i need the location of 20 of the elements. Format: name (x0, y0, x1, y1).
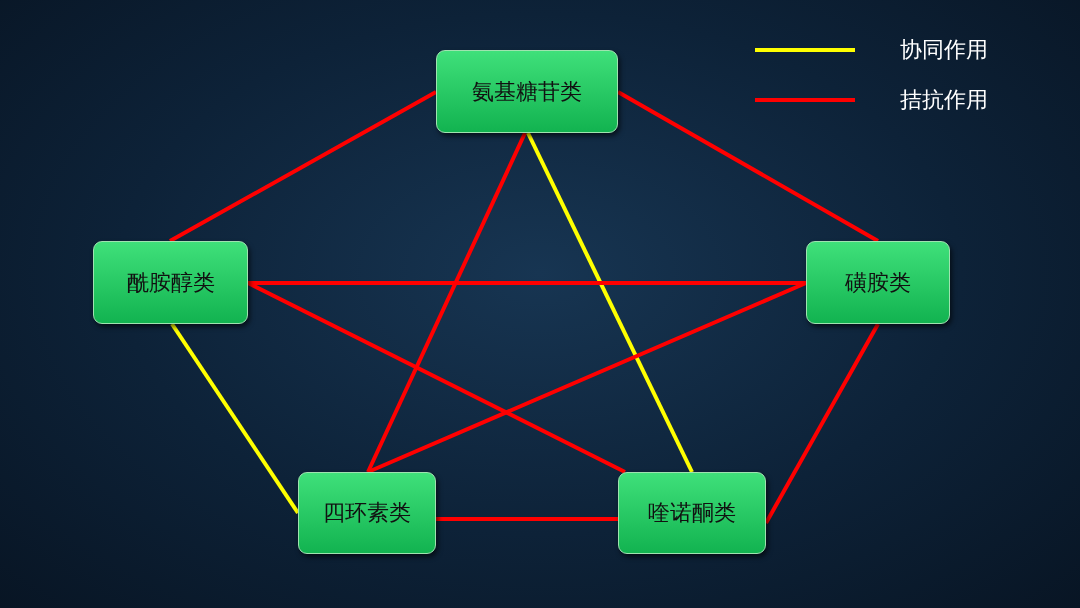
connector-line (617, 90, 879, 243)
connector-line (169, 90, 437, 243)
category-label: 磺胺类 (845, 268, 911, 297)
category-box (93, 241, 248, 324)
category-label: 四环素类 (323, 499, 411, 527)
connector-line (366, 132, 527, 473)
connector-line (170, 322, 300, 515)
legend-label: 拮抗作用 (900, 86, 988, 114)
category-label: 氨基糖苷类 (472, 77, 582, 106)
category-box (436, 50, 618, 133)
category-label: 酰胺醇类 (126, 268, 215, 297)
connector-line (526, 132, 694, 473)
legend-label: 协同作用 (900, 36, 988, 64)
category-box (618, 472, 766, 554)
connector-line (248, 281, 806, 285)
category-box (298, 472, 436, 554)
category-box (806, 241, 950, 324)
connector-line (436, 517, 618, 521)
category-label: 喹诺酮类 (648, 499, 736, 527)
connector-line (764, 323, 880, 524)
